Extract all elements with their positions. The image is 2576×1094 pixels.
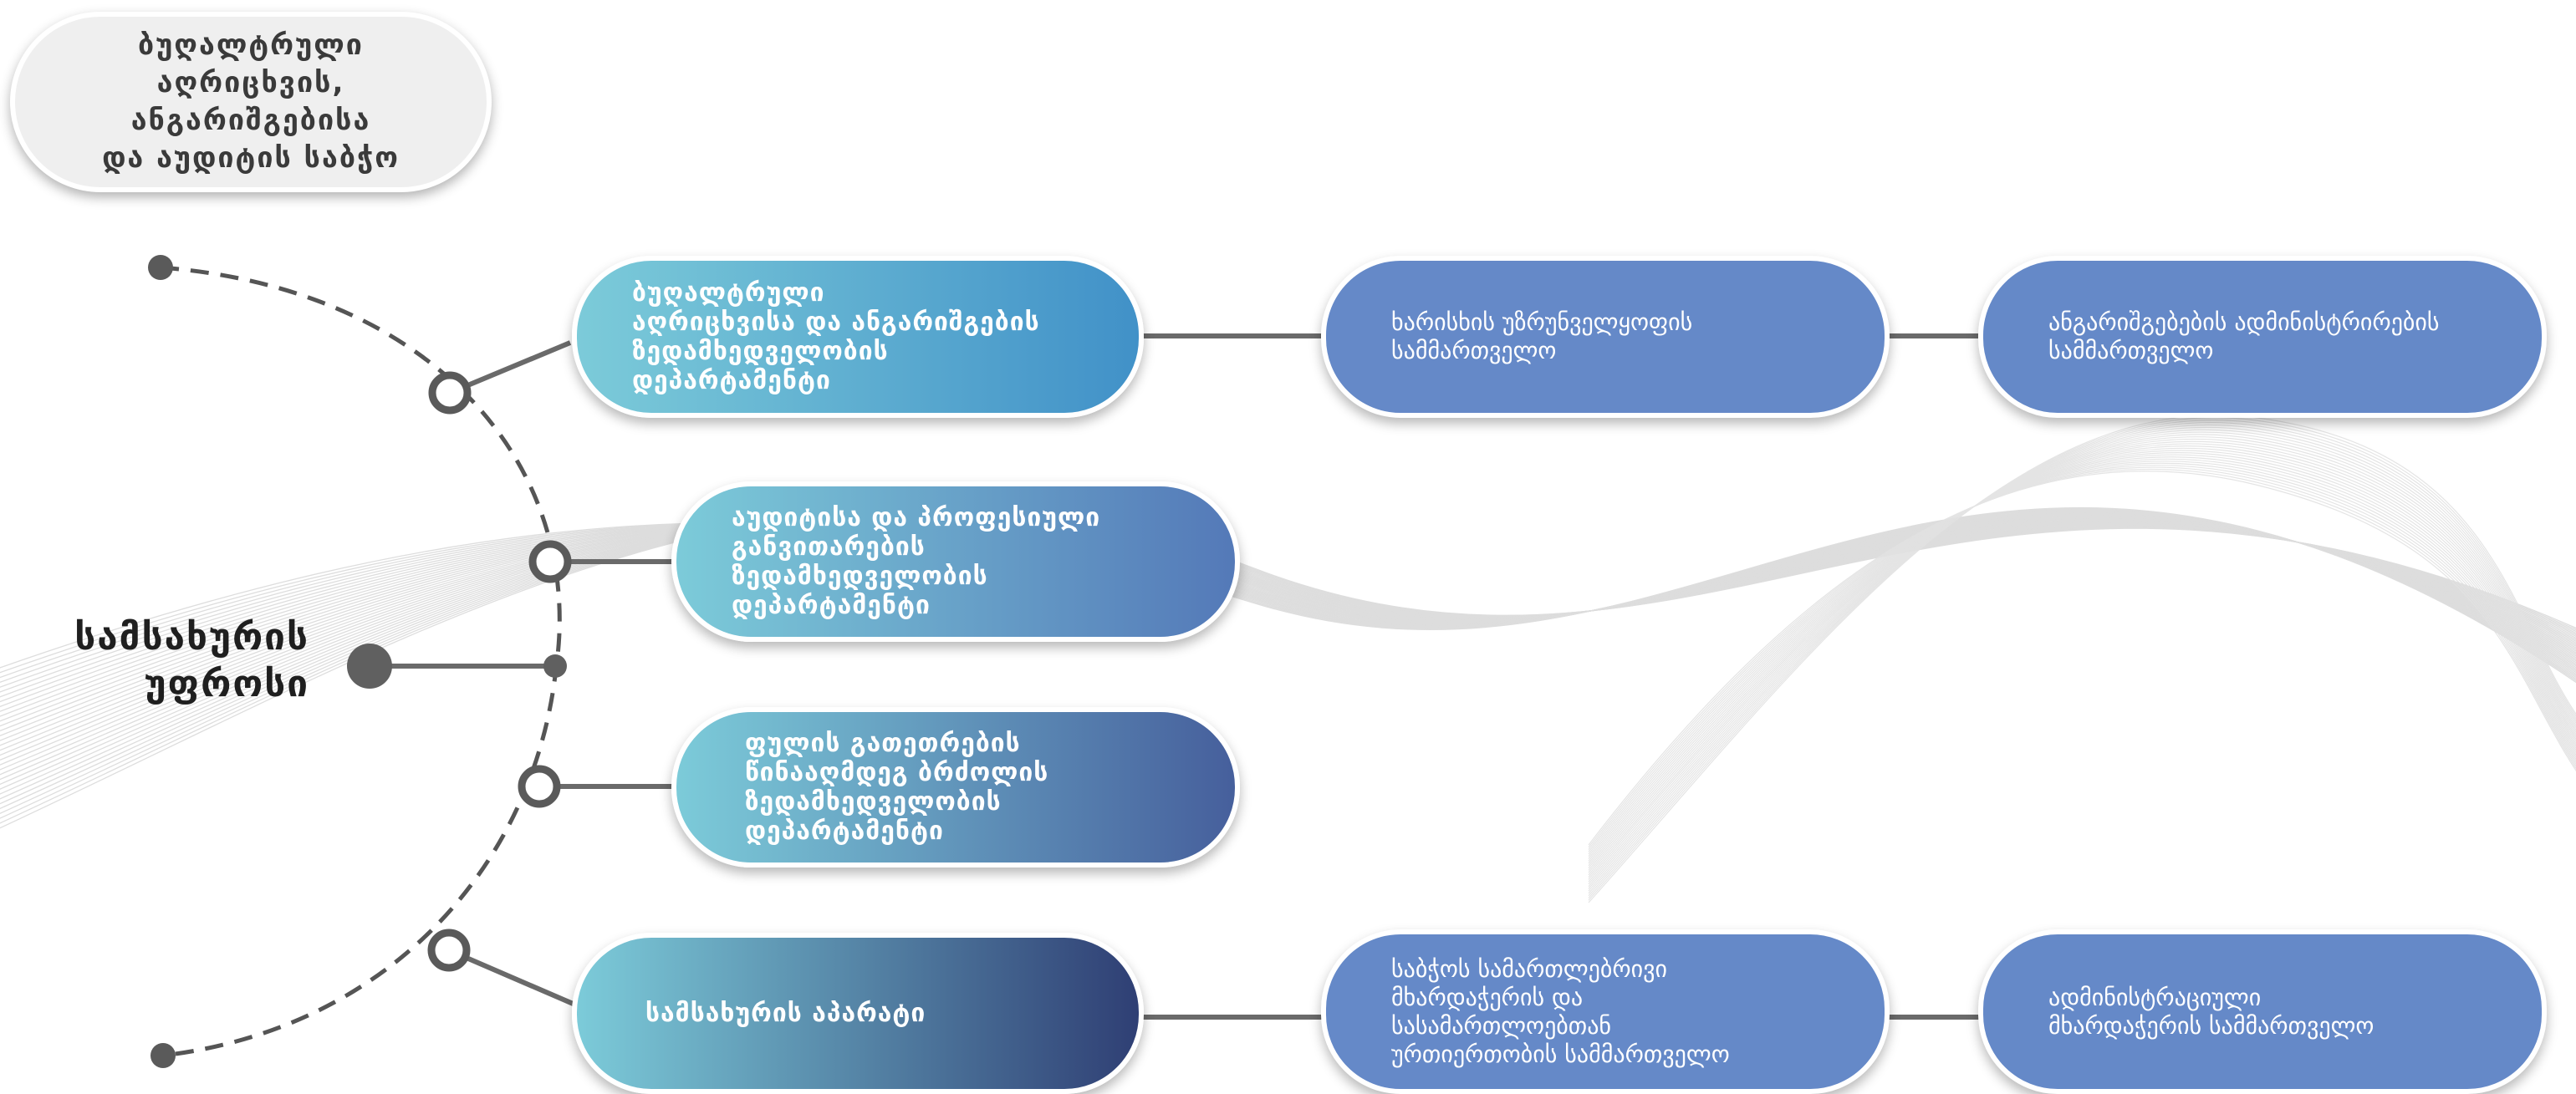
wave-line: [0, 516, 2576, 771]
department-box-audit: აუდიტისა და პროფესიული განვითარების ზედა…: [671, 481, 1240, 642]
dept1-node: [428, 371, 472, 415]
wave-line: [1588, 426, 2576, 892]
wave-line: [1588, 445, 2576, 873]
dept1-connector: [448, 340, 572, 395]
wave-line: [0, 509, 2576, 814]
wave-line: [1588, 429, 2576, 889]
wave-line: [0, 508, 2576, 680]
wave-line: [0, 510, 2576, 810]
arc-top-dot: [148, 255, 173, 280]
wave-line: [0, 513, 2576, 786]
wave-line: [0, 506, 2576, 829]
dept4-node: [427, 929, 471, 972]
wave-line: [0, 515, 2576, 727]
wave-line: [0, 517, 2576, 751]
dept2-node: [528, 540, 572, 583]
wave-line: [0, 510, 2576, 688]
wave-line: [0, 512, 2576, 795]
wave-line: [0, 516, 2576, 766]
wave-line: [0, 516, 2576, 732]
wave-line: [0, 516, 2576, 761]
department-box-aml: ფულის გათეთრების წინააღმდეგ ბრძოლის ზედა…: [671, 707, 1240, 868]
wave-line: [0, 517, 2576, 756]
head-arc-dot: [543, 654, 567, 678]
council-title-box: ბუღალტრული აღრიცხვის, ანგარიშგებისა და ა…: [10, 12, 492, 192]
wave-line: [1588, 420, 2576, 898]
department-box-accounting: ბუღალტრული აღრიცხვისა და ანგარიშგების ზე…: [572, 256, 1144, 418]
wave-line: [0, 508, 2576, 819]
unit-box-reports-administration: ანგარიშგებების ადმინისტრირების სამმართვე…: [1978, 256, 2547, 418]
wave-line: [0, 514, 2576, 722]
council-title: ბუღალტრული აღრიცხვის, ანგარიშგებისა და ა…: [102, 28, 400, 175]
wave-line: [1588, 454, 2576, 864]
service-head-label: სამსახურის უფროსი: [74, 616, 309, 705]
wave-line: [0, 516, 2576, 741]
wave-line: [0, 516, 2576, 736]
wave-line: [0, 515, 2576, 776]
department-label: ბუღალტრული აღრიცხვისა და ანგარიშგების ზე…: [632, 278, 1040, 395]
department-box-apparatus: სამსახურის აპარატი: [572, 933, 1144, 1094]
wave-line: [1588, 471, 2576, 846]
wave-line: [1588, 424, 2576, 894]
wave-line: [0, 511, 2576, 698]
wave-line: [0, 510, 2576, 693]
wave-line: [1588, 450, 2576, 868]
unit-label: ხარისხის უზრუნველყოფის სამმართველო: [1391, 308, 1693, 364]
wave-line: [1588, 447, 2576, 871]
wave-line: [0, 514, 2576, 781]
wave-line: [1588, 458, 2576, 859]
arc-bottom-dot: [150, 1043, 176, 1068]
wave-line: [1588, 462, 2576, 855]
department-label: ფულის გათეთრების წინააღმდეგ ბრძოლის ზედა…: [745, 729, 1049, 846]
wave-line: [1588, 431, 2576, 888]
wave-line: [0, 517, 2576, 746]
unit-label: საბჭოს სამართლებრივი მხარდაჭერის და სასა…: [1391, 954, 1730, 1068]
unit-label: ადმინისტრაციული მხარდაჭერის სამმართველო: [2048, 983, 2375, 1040]
wave-line: [1588, 417, 2576, 901]
wave-line: [1588, 434, 2576, 885]
wave-line: [1588, 456, 2576, 862]
wave-line: [0, 511, 2576, 800]
wave-line: [0, 513, 2576, 790]
wave-line: [0, 512, 2576, 708]
wave-line: [1588, 468, 2576, 848]
dept4-connector: [447, 948, 579, 1008]
unit-box-legal-support: საბჭოს სამართლებრივი მხარდაჭერის და სასა…: [1321, 929, 1890, 1094]
head-node: [347, 644, 392, 689]
wave-line: [0, 507, 2576, 682]
wave-line: [1588, 466, 2576, 850]
wave-line: [1588, 443, 2576, 876]
unit-box-quality-assurance: ხარისხის უზრუნველყოფის სამმართველო: [1321, 256, 1890, 418]
wave-line: [1588, 421, 2576, 897]
wave-line: [0, 513, 2576, 717]
wave-line: [1588, 465, 2576, 852]
wave-line: [0, 509, 2576, 684]
wave-line: [1588, 452, 2576, 867]
dept3-node: [518, 765, 561, 808]
wave-line: [0, 506, 2576, 684]
department-label: სამსახურის აპარატი: [645, 999, 926, 1028]
department-label: აუდიტისა და პროფესიული განვითარების ზედა…: [732, 503, 1101, 620]
wave-line: [0, 507, 2576, 824]
wave-line: [1588, 438, 2576, 880]
wave-line: [1588, 460, 2576, 857]
wave-line: [0, 511, 2576, 703]
wave-line: [1588, 436, 2576, 883]
unit-box-admin-support: ადმინისტრაციული მხარდაჭერის სამმართველო: [1978, 929, 2547, 1094]
wave-line: [0, 513, 2576, 712]
wave-line: [0, 511, 2576, 805]
wave-line: [1588, 440, 2576, 878]
unit-label: ანგარიშგებების ადმინისტრირების სამმართვე…: [2048, 308, 2440, 364]
